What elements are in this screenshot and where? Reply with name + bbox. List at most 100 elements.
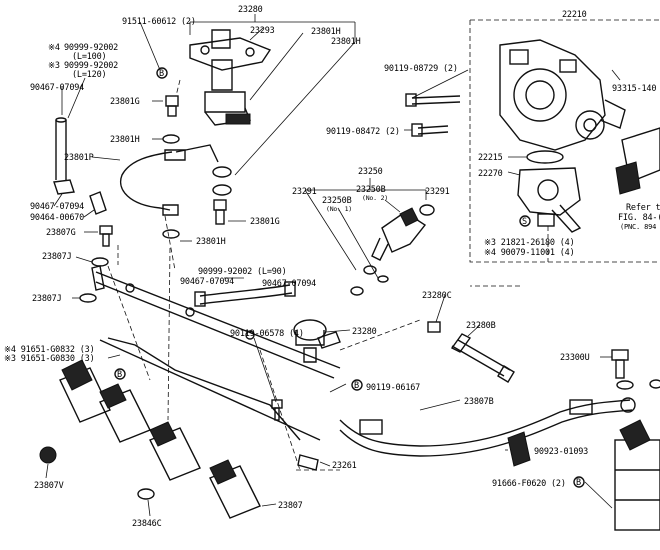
bracket-plate — [189, 29, 272, 126]
star3-a: ※3 — [48, 61, 60, 71]
part-number-23261: 23261 — [332, 461, 357, 471]
leader-lines — [45, 14, 621, 517]
part-number-23807J-a: 23807J — [42, 252, 72, 262]
part-number-90923: 90923-01093 — [534, 447, 588, 457]
circle-B-a: B — [156, 67, 168, 79]
fuel-pipe-23801P — [120, 144, 219, 211]
circle-S: S — [519, 215, 531, 227]
circle-b-label: B — [159, 69, 164, 79]
part-number-90467-left: 90467-07094 — [30, 202, 84, 212]
part-number-90467-top: 90467-07094 — [30, 83, 84, 93]
part-number-91511: 91511-60612 (2) — [122, 17, 196, 27]
part-number-91666: 91666-F0620 (2) — [492, 479, 566, 489]
part-number-90999-b: 90999-92002 — [64, 61, 118, 71]
union-bolt-23300U — [611, 349, 629, 379]
circle-B-d: B — [573, 476, 585, 488]
part-number-23250: 23250 — [358, 167, 383, 177]
part-number-23280C: 23280C — [422, 291, 452, 301]
sensor-93315 — [615, 127, 660, 195]
insulator-23250B — [377, 275, 389, 283]
part-number-23250B-b: 23250B — [356, 185, 386, 195]
bolt-23807G — [99, 225, 113, 247]
circle-b-label: B — [117, 370, 122, 380]
insulator-no2: (No. 2) — [362, 194, 388, 202]
part-number-23801H-d: 23801H — [196, 237, 226, 247]
circle-s-label: S — [522, 217, 527, 227]
part-number-90119-08729: 90119-08729 (2) — [384, 64, 458, 74]
clamp-23261 — [297, 454, 319, 471]
pipe-23280B — [450, 333, 515, 383]
hose-vertical — [53, 117, 107, 215]
part-number-91651-G0830: ※3 91651-G0830 (3) — [4, 354, 95, 364]
part-number-23280B: 23280B — [466, 321, 496, 331]
part-number-23807B: 23807B — [464, 397, 494, 407]
part-number-22270: 22270 — [478, 169, 503, 179]
part-number-23801G-b: 23801G — [250, 217, 280, 227]
o-ring-23291-a — [363, 265, 377, 275]
part-number-22210: 22210 — [562, 10, 587, 20]
union-bolt-23801G-b — [213, 199, 227, 225]
part-number-23280: 23280 — [238, 5, 263, 15]
clamp-90923 — [507, 431, 531, 467]
part-number-90467-mid-a: 90467-07094 — [180, 277, 234, 287]
part-number-23807J-b: 23807J — [32, 294, 62, 304]
star4-a: ※4 — [48, 43, 60, 53]
figure-reference: FIG. 84-( — [618, 213, 660, 223]
part-number-91651-G0832: ※4 91651-G0832 (3) — [4, 345, 95, 355]
part-number-90119-06167: 90119-06167 — [366, 383, 420, 393]
vacuum-hose-L90 — [199, 284, 293, 305]
cap-23807V — [39, 446, 57, 464]
length-120: (L=120) — [72, 70, 106, 80]
gasket-23801H-d — [162, 229, 180, 239]
injector-row — [59, 339, 321, 519]
clip-23280C — [427, 321, 441, 333]
part-number-90079: ※4 90079-11001 (4) — [484, 248, 575, 258]
part-number-23807G: 23807G — [46, 228, 76, 238]
idle-air-valve-22270 — [517, 167, 582, 233]
pressure-regulator-23280 — [293, 319, 341, 363]
circle-B-c: B — [351, 379, 363, 391]
part-number-90119-08472: 90119-08472 (2) — [326, 127, 400, 137]
part-number-23846C: 23846C — [132, 519, 162, 529]
fuel-delivery-pipe — [91, 265, 341, 379]
part-number-23250B-a: 23250B — [322, 196, 352, 206]
gasket-23801H-a — [162, 134, 180, 144]
part-number-23807V: 23807V — [34, 481, 64, 491]
part-number-23293: 23293 — [250, 26, 275, 36]
part-number-23280-regulator: 23280 — [352, 327, 377, 337]
bolt-90119-08472 — [411, 123, 449, 137]
grommet-23807J-a — [91, 257, 109, 267]
part-number-23300U: 23300U — [560, 353, 590, 363]
gasket-22215 — [526, 150, 564, 164]
part-number-23801H-c: 23801H — [110, 135, 140, 145]
pnc-reference: (PNC. 894 — [620, 223, 656, 231]
part-number-23801H-a: 23801H — [311, 27, 341, 37]
gasket-23801H-b — [212, 166, 232, 178]
part-number-90467-mid-b: 90467-07094 — [262, 279, 316, 289]
part-number-23801P: 23801P — [64, 153, 94, 163]
fuel-injector-23250 — [371, 207, 427, 261]
throttle-body-group-box-left — [469, 20, 660, 263]
length-100: (L=100) — [72, 52, 106, 62]
part-number-21821: ※3 21821-26180 (4) — [484, 238, 575, 248]
part-number-23291-a: 23291 — [292, 187, 317, 197]
insulator-no1: (No. 1) — [326, 205, 352, 213]
fuel-filter — [614, 419, 660, 531]
union-bolt-23801G — [165, 95, 179, 117]
circle-b-label: B — [354, 381, 359, 391]
refer-to-text: Refer to — [626, 203, 660, 213]
bolt-90119-08729 — [405, 93, 461, 107]
part-number-22215: 22215 — [478, 153, 503, 163]
part-number-90999-c: 90999-92002 (L=90) — [198, 267, 287, 277]
part-number-23291-b: 23291 — [425, 187, 450, 197]
fuel-hose-23807B — [339, 399, 633, 457]
part-number-23801G-a: 23801G — [110, 97, 140, 107]
part-number-90464: 90464-00670 — [30, 213, 84, 223]
part-number-23807: 23807 — [278, 501, 303, 511]
grommet-23807J-b — [79, 293, 97, 303]
part-number-23801H-b: 23801H — [331, 37, 361, 47]
gasket-23801H-c — [212, 184, 232, 196]
throttle-body-22210 — [499, 39, 626, 151]
insulator-23846C — [137, 488, 155, 500]
